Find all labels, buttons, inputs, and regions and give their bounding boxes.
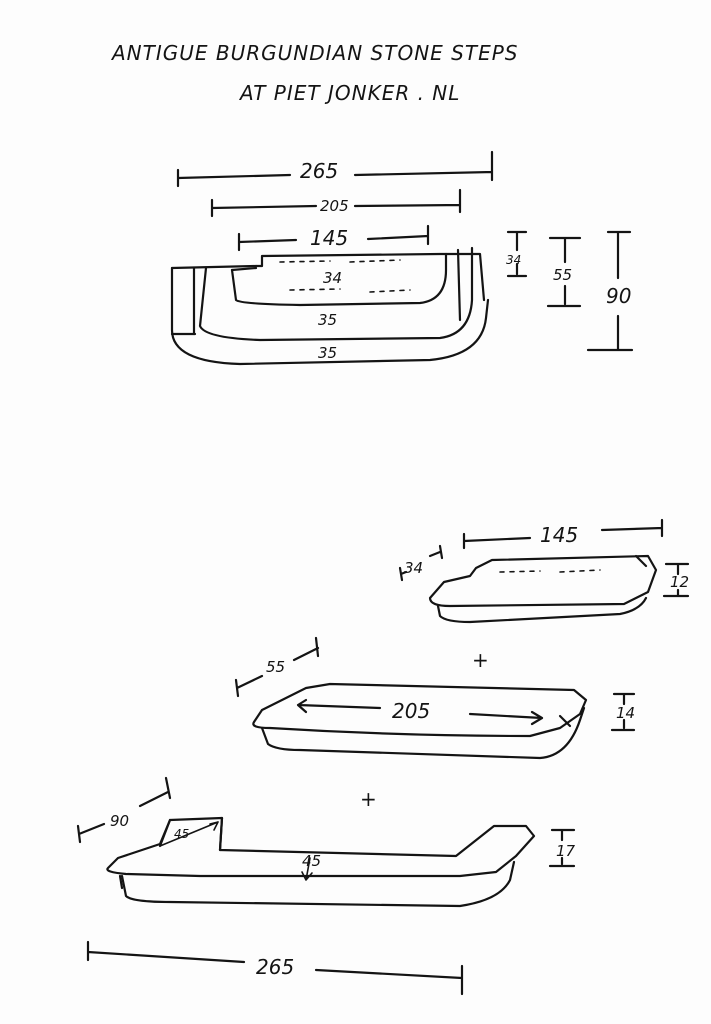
depth-bottom-label: 35 bbox=[318, 344, 337, 362]
bottom-step: 90 45 45 17 265 bbox=[76, 776, 576, 996]
dim-height-34 bbox=[506, 230, 528, 278]
middle-step: 55 205 14 bbox=[234, 636, 636, 760]
middle-step-length-arrow bbox=[296, 698, 544, 726]
depth-middle-label: 35 bbox=[318, 311, 337, 329]
assembled-view: 265 205 145 34 35 35 bbox=[170, 150, 634, 366]
plus-sign-1: + bbox=[472, 648, 489, 672]
middle-step-thickness-dim bbox=[610, 692, 636, 732]
title-line-2: AT PIET JONKER . NL bbox=[238, 81, 460, 105]
top-step-length-label: 145 bbox=[540, 523, 578, 547]
top-step-thickness-dim bbox=[662, 562, 690, 598]
top-step-length-dim bbox=[462, 518, 664, 550]
dim-205-line bbox=[210, 188, 462, 218]
middle-step-length-label: 205 bbox=[392, 699, 430, 723]
height-total-label: 90 bbox=[606, 284, 631, 308]
dim-265-line bbox=[176, 150, 494, 188]
height-two-label: 55 bbox=[553, 266, 572, 284]
middle-step-depth-label: 55 bbox=[266, 658, 285, 676]
dim-265-label: 265 bbox=[300, 159, 338, 183]
bottom-step-inner-label: 45 bbox=[302, 852, 321, 870]
top-step-depth-label: 34 bbox=[404, 559, 423, 577]
bottom-step-notch-label: 45 bbox=[174, 827, 189, 841]
assembled-stones-outline bbox=[170, 246, 490, 366]
height-top-label: 34 bbox=[506, 253, 521, 267]
bottom-step-thickness-dim bbox=[548, 828, 576, 868]
bottom-step-slab bbox=[106, 816, 536, 908]
middle-step-depth-dim bbox=[234, 636, 320, 698]
bottom-step-depth-dim bbox=[76, 776, 172, 844]
middle-step-slab bbox=[252, 682, 588, 760]
dim-145-line bbox=[237, 224, 430, 252]
dim-205-label: 205 bbox=[320, 197, 349, 215]
middle-step-thickness-label: 14 bbox=[616, 704, 635, 722]
top-step-slab bbox=[428, 554, 658, 624]
title-line-1: ANTIGUE BURGUNDIAN STONE STEPS bbox=[110, 41, 518, 65]
bottom-step-length-label: 265 bbox=[256, 955, 294, 979]
top-step-depth-dim bbox=[398, 544, 444, 582]
dim-145-label: 145 bbox=[310, 226, 348, 250]
bottom-step-length-dim bbox=[86, 940, 464, 996]
top-step: 145 34 12 bbox=[398, 518, 690, 624]
bottom-step-thickness-label: 17 bbox=[556, 842, 576, 860]
depth-top-label: 34 bbox=[323, 269, 342, 287]
bottom-step-depth-label: 90 bbox=[110, 812, 129, 830]
dim-height-55 bbox=[546, 236, 582, 308]
dim-height-90 bbox=[586, 230, 634, 352]
top-step-thickness-label: 12 bbox=[670, 573, 689, 591]
plus-sign-2: + bbox=[360, 787, 377, 811]
